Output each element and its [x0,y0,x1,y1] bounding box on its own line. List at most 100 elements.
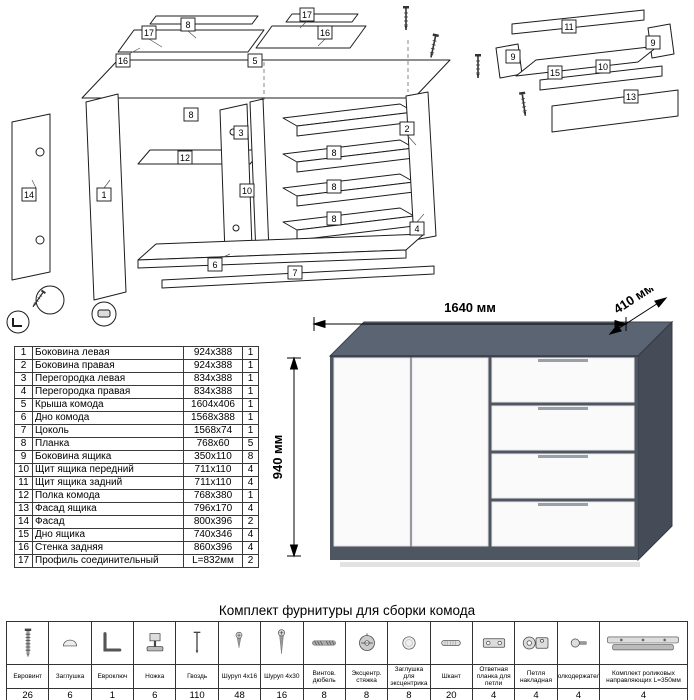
part-qty: 1 [242,424,259,438]
part-callout: 10 [595,59,611,74]
drawer-back-shape [511,9,645,35]
product-render: 1640 мм 410 мм 940 мм [270,288,674,567]
part-number: 11 [14,476,33,490]
door-left [333,357,411,547]
svg-text:16: 16 [118,56,128,66]
part-callout: 8 [180,17,196,32]
part-number: 12 [14,489,33,503]
svg-text:6: 6 [212,260,217,270]
svg-text:2: 2 [404,124,409,134]
hardware-item-qty: 4 [575,690,581,700]
part-qty: 4 [242,541,259,555]
part-callout: 15 [547,65,563,80]
part-name: Профиль соединительный [32,554,184,568]
dowel-icon [430,622,472,665]
svg-text:8: 8 [185,20,190,30]
part-qty: 1 [242,346,259,360]
cabinet [328,320,674,567]
part-callout: 9 [505,49,521,64]
drawer-handle-groove [538,503,588,506]
euro-screw-icon [7,622,49,665]
svg-text:17: 17 [144,28,154,38]
part-number: 4 [14,385,33,399]
hardware-item-name: Шуруп 4x30 [261,665,303,689]
drawer-front [491,357,635,403]
drawer-front [491,501,635,547]
part-size: 834x388 [183,372,243,386]
svg-text:12: 12 [180,153,190,163]
hardware-item-name: Шуруп 4x16 [218,665,261,689]
part-callout: 4 [409,221,425,236]
part-size: 1568x74 [183,424,243,438]
hardware-item-qty: 4 [533,690,539,700]
part-size: 796x170 [183,502,243,516]
hardware-item-qty: 8 [406,690,412,700]
hardware-item-qty: 20 [445,690,457,700]
hardware-item-name: Ответная планка для петли [472,665,515,689]
hardware-item-name: Заглушка [49,665,91,689]
part-qty: 4 [242,476,259,490]
drawer-facade-shape [551,89,679,133]
part-callout: 11 [561,19,577,34]
hex-key-icon [91,622,134,665]
dimensions: 1640 мм 410 мм 940 мм [270,288,669,557]
part-size: 924x388 [183,346,243,360]
part-qty: 1 [242,411,259,425]
drawer-handle-groove [538,455,588,458]
part-callout: 12 [177,150,193,165]
part-callout: 8 [326,145,342,160]
svg-text:17: 17 [302,10,312,20]
part-callout: 7 [287,265,303,280]
hardware-kit-title: Комплект фурнитуры для сборки комода [218,603,476,618]
part-callout: 17 [141,25,157,40]
part-qty: 4 [242,502,259,516]
part-qty: 5 [242,437,259,451]
nail-icon [176,622,218,665]
hardware-item-name: Шкант [430,665,472,689]
hinge-cup-shape [232,224,240,232]
part-qty: 4 [242,463,259,477]
hardware-item-name: Ножка [134,665,176,689]
partition-shape [249,98,270,256]
svg-text:8: 8 [188,110,193,120]
cap-icon [49,622,91,665]
part-name: Полка комода [32,489,184,503]
part-number: 6 [14,411,33,425]
part-name: Перегородка левая [32,372,184,386]
drawer-front [491,453,635,499]
part-size: L=832мм [183,554,243,568]
svg-text:14: 14 [24,190,34,200]
svg-text:11: 11 [564,22,573,32]
part-size: 800x396 [183,515,243,529]
hardware-item-qty: 4 [490,690,497,700]
part-number: 16 [14,541,33,555]
cam-lock-icon [345,622,388,665]
hardware-item-qty: 4 [640,690,647,700]
hinge-plate-icon [472,622,515,665]
part-callout: 16 [115,53,131,68]
part-qty: 1 [242,359,259,373]
part-number: 17 [14,554,33,568]
detail-circle [6,310,30,334]
svg-text:9: 9 [510,52,515,62]
